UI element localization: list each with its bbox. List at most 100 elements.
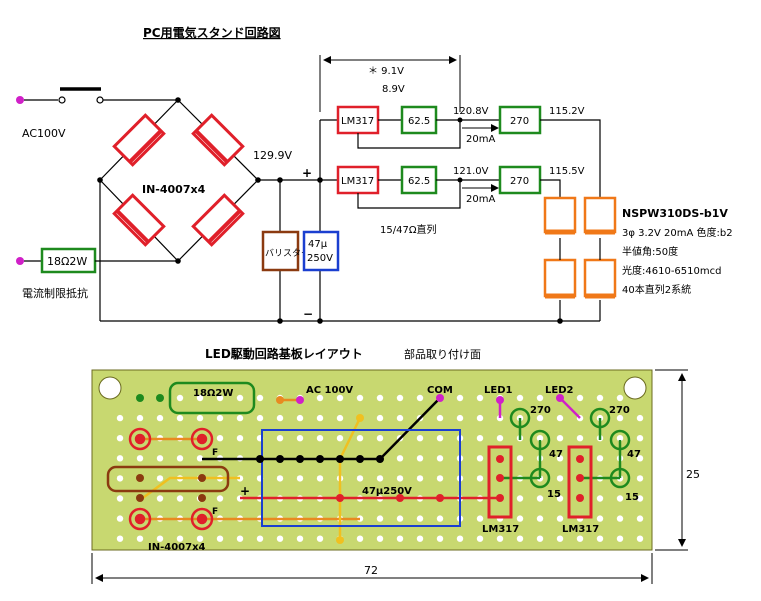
pcb-hole — [156, 475, 164, 482]
solder-point — [276, 455, 284, 463]
pcb-hole — [536, 535, 544, 542]
pcb-hole — [596, 394, 604, 402]
pcb-hole — [396, 475, 404, 482]
cap-voltage: 250V — [307, 253, 333, 264]
solder-point — [136, 394, 144, 402]
board-bridge-label: IN-4007x4 — [148, 542, 206, 553]
pcb-hole — [276, 535, 284, 542]
board-r15-a: 15 — [547, 489, 561, 500]
pcb-hole — [556, 535, 564, 542]
pcb-hole — [476, 535, 484, 542]
pcb-hole — [236, 394, 244, 402]
diode-d2 — [191, 113, 245, 167]
pcb-hole — [416, 394, 424, 402]
pcb-hole — [576, 535, 584, 542]
pcb-hole — [196, 455, 204, 462]
board-lm317-a — [487, 445, 513, 519]
pcb-hole — [176, 495, 184, 502]
pcb-hole — [496, 414, 504, 422]
pcb-hole — [136, 414, 144, 422]
board-resistor — [168, 381, 256, 415]
solder-point — [496, 455, 504, 463]
board-layout: LED駆動回路基板レイアウト 部品取り付け面 18Ω2W — [91, 346, 700, 584]
board-plus: + — [240, 484, 250, 498]
pcb-hole — [476, 455, 484, 462]
board-resistor-label: 18Ω2W — [193, 388, 233, 399]
pcb-hole — [516, 515, 524, 522]
pcb-hole — [336, 435, 344, 442]
pcb-hole — [436, 435, 444, 442]
solder-point — [198, 494, 206, 502]
pcb-hole — [236, 435, 244, 442]
solder-point — [576, 474, 584, 482]
pcb-hole — [436, 515, 444, 522]
pcb-hole — [416, 475, 424, 482]
solder-point — [376, 455, 384, 463]
pcb-hole — [396, 414, 404, 422]
solder-point — [156, 394, 164, 402]
solder-point — [336, 455, 344, 463]
series-note: 15/47Ω直列 — [380, 223, 436, 236]
res-62-upper-label: 62.5 — [408, 116, 430, 127]
pcb-hole — [576, 394, 584, 402]
pcb-hole — [556, 435, 564, 442]
solder-point — [336, 494, 344, 502]
v-lower-mid: 121.0V — [453, 166, 489, 177]
pcb-hole — [516, 535, 524, 542]
pcb-hole — [636, 455, 644, 462]
pcb-hole — [256, 394, 264, 402]
pcb-hole — [516, 495, 524, 502]
pcb-hole — [216, 394, 224, 402]
pcb-hole — [516, 455, 524, 462]
pcb-hole — [116, 535, 124, 542]
pcb-hole — [296, 535, 304, 542]
pcb-hole — [436, 475, 444, 482]
minus-sign: − — [303, 307, 313, 321]
pcb-hole — [356, 394, 364, 402]
pcb-hole — [596, 455, 604, 462]
pcb-hole — [556, 455, 564, 462]
pcb-hole — [536, 435, 544, 442]
led-angle: 半値角:50度 — [622, 245, 678, 258]
board-led2-label: LED2 — [545, 385, 574, 396]
pcb-hole — [616, 435, 624, 442]
board-r47-a: 47 — [549, 449, 563, 460]
rect-voltage: 129.9V — [253, 149, 292, 162]
pcb-hole — [556, 515, 564, 522]
board-lm317-a-label: LM317 — [482, 524, 519, 535]
board-solder-points — [136, 394, 584, 544]
lm317-lower-label: LM317 — [341, 176, 374, 187]
solder-point — [296, 455, 304, 463]
pcb-hole — [556, 414, 564, 422]
pcb-hole — [436, 535, 444, 542]
pcb-hole — [296, 475, 304, 482]
solder-point — [436, 394, 444, 402]
board-lm317-b-label: LM317 — [562, 524, 599, 535]
pcb-hole — [516, 394, 524, 402]
pcb-hole — [636, 515, 644, 522]
current-upper: 20mA — [466, 134, 495, 145]
res-270-lower — [498, 165, 542, 195]
v-upper-out: 115.2V — [549, 106, 585, 117]
board-title: LED駆動回路基板レイアウト — [205, 346, 363, 361]
solder-point — [576, 455, 584, 463]
solder-point — [496, 396, 504, 404]
board-cap-label: 47μ250V — [362, 486, 412, 497]
ac-terminal-bottom — [16, 257, 24, 265]
schematic-title: PC用電気スタンド回路図 — [143, 25, 281, 40]
pcb-hole — [416, 435, 424, 442]
pcb-hole — [476, 435, 484, 442]
pcb-hole — [616, 495, 624, 502]
pcb-hole — [616, 394, 624, 402]
solder-point — [316, 455, 324, 463]
pcb-hole — [316, 414, 324, 422]
diode-mark-1: F — [212, 448, 218, 458]
solder-point — [396, 494, 404, 502]
solder-point — [136, 494, 144, 502]
pcb-hole — [416, 455, 424, 462]
led-model: NSPW310DS-b1V — [622, 207, 728, 220]
pcb-hole — [296, 435, 304, 442]
pcb-hole — [396, 455, 404, 462]
pcb-hole — [356, 435, 364, 442]
pcb-hole — [276, 414, 284, 422]
